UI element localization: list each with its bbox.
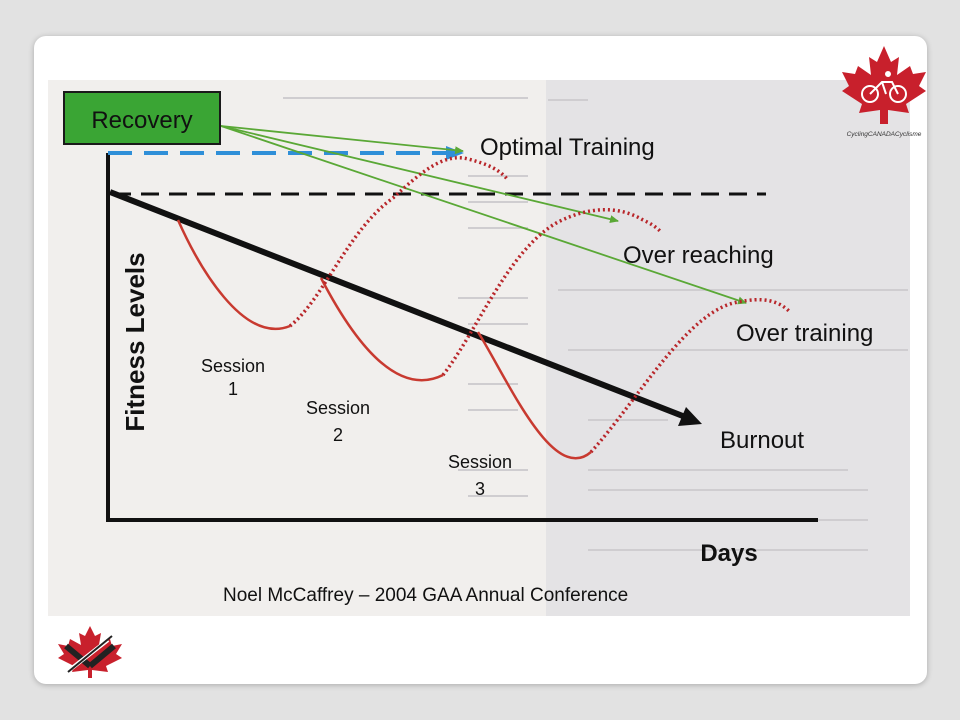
- burnout-arrowhead: [678, 407, 702, 426]
- y-axis-label: Fitness Levels: [120, 252, 150, 431]
- scan-right-panel: [546, 80, 910, 616]
- session-2-word: Session: [306, 398, 370, 418]
- maple-leaf-cyclist-logo-icon: CyclingCANADACyclisme: [842, 46, 926, 138]
- over-training-label: Over training: [736, 320, 873, 347]
- session-3-word: Session: [448, 452, 512, 472]
- figure-caption: Noel McCaffrey – 2004 GAA Annual Confere…: [223, 585, 628, 606]
- burnout-label: Burnout: [720, 427, 804, 454]
- bottom-left-logo: [54, 622, 126, 682]
- over-reaching-label: Over reaching: [623, 242, 774, 269]
- brand-text: CyclingCANADACyclisme: [847, 131, 922, 138]
- x-axis-label: Days: [700, 540, 757, 567]
- session-3-number: 3: [475, 479, 485, 499]
- session-1-number: 1: [228, 379, 238, 399]
- fitness-diagram: Recovery Optimal Training Over reaching …: [48, 80, 910, 616]
- optimal-training-label: Optimal Training: [480, 134, 655, 161]
- recovery-box: [63, 91, 221, 145]
- session-2-number: 2: [333, 425, 343, 445]
- cycling-canada-logo: CyclingCANADACyclisme: [838, 44, 930, 140]
- burnout-trend-line: [108, 189, 695, 423]
- diagram-canvas: Recovery Optimal Training Over reaching …: [48, 80, 910, 616]
- recovery-label: Recovery: [91, 107, 192, 134]
- session-curves: [176, 219, 592, 460]
- maple-leaf-cross-logo-icon: [58, 626, 122, 678]
- dotted-recovery-curves: [288, 156, 792, 454]
- session-1-word: Session: [201, 356, 265, 376]
